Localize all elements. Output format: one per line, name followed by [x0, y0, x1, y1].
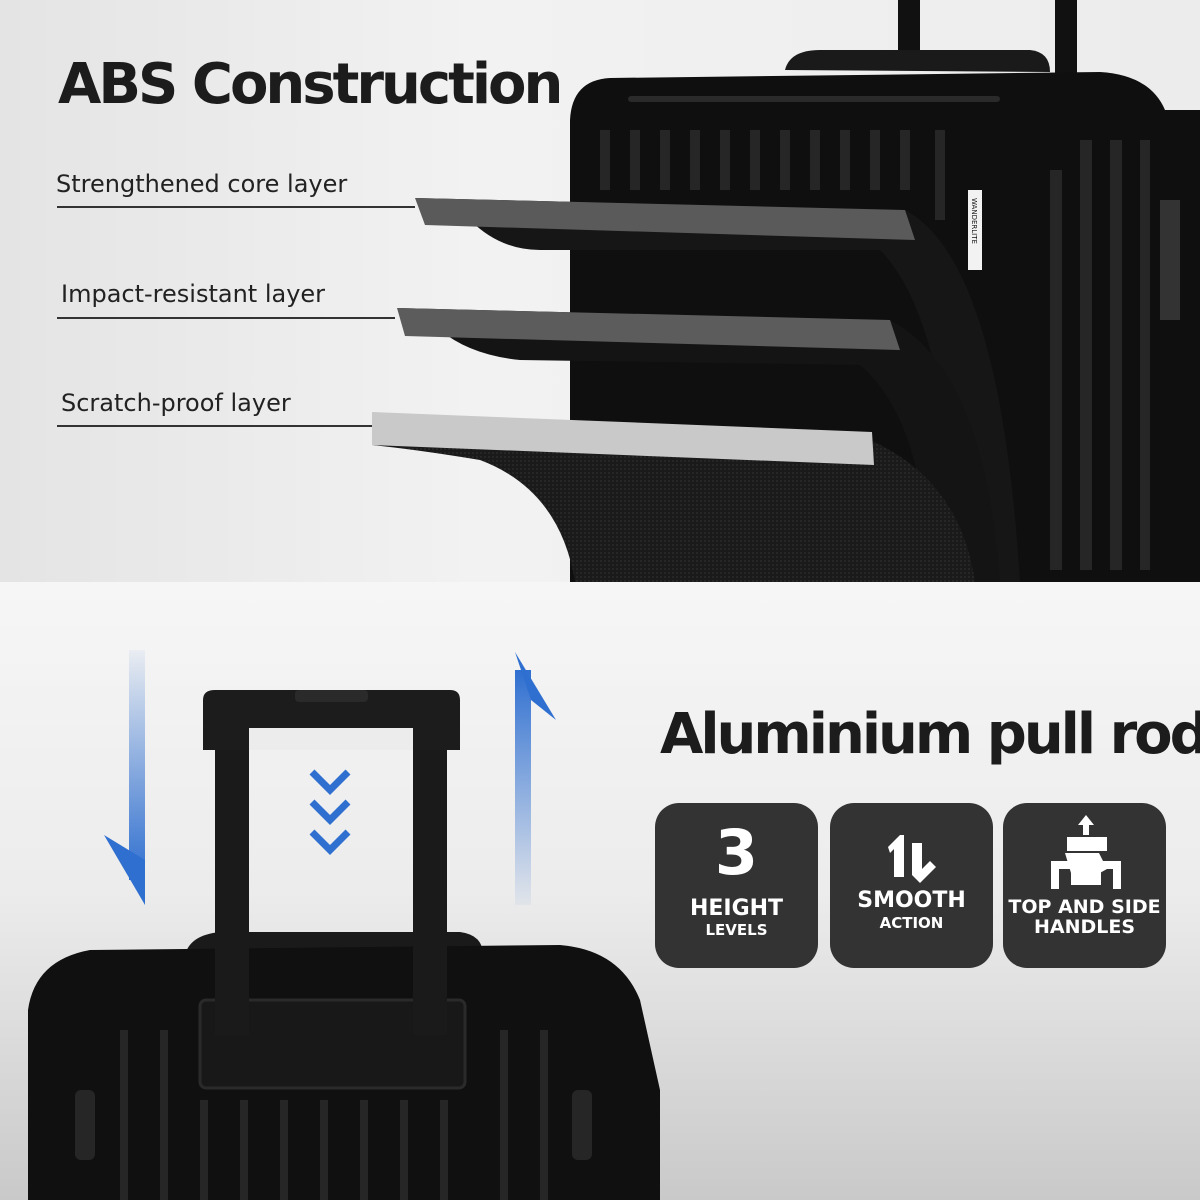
up-arrow-icon	[515, 652, 556, 905]
badge-smooth-action: SMOOTH ACTION	[830, 803, 993, 968]
abs-construction-title: ABS Construction	[58, 52, 563, 117]
layer-pointer-line	[57, 317, 395, 319]
badge-top-side-handles: TOP AND SIDE HANDLES	[1003, 803, 1166, 968]
suitcase-pull-rod-view	[28, 690, 660, 1200]
layer-pointer-line	[57, 206, 415, 208]
chevrons-down-icon	[309, 769, 351, 855]
badge-line1: HEIGHT	[689, 896, 784, 921]
brand-tag: WANDERLITE	[970, 198, 978, 244]
down-arrow-icon	[104, 650, 145, 905]
pull-rod-title: Aluminium pull rod	[660, 702, 1200, 767]
layer-label-impact: Impact-resistant layer	[61, 280, 326, 308]
badge-line2: ACTION	[879, 914, 944, 932]
badge-height-levels: 3 HEIGHT LEVELS	[655, 803, 818, 968]
height-number: 3	[714, 816, 759, 889]
layer-label-core: Strengthened core layer	[56, 170, 348, 198]
hand-grip-handle-icon	[1051, 815, 1121, 889]
layer-scratch-proof	[372, 412, 975, 582]
up-down-arrows-icon	[888, 835, 936, 883]
layer-pointer-line	[57, 425, 372, 427]
badge-line2: LEVELS	[705, 921, 768, 939]
badge-line1: TOP AND SIDE	[1008, 896, 1161, 918]
layer-label-scratch: Scratch-proof layer	[61, 389, 291, 417]
badge-line2: HANDLES	[1033, 916, 1136, 938]
badge-line1: SMOOTH	[857, 888, 966, 913]
